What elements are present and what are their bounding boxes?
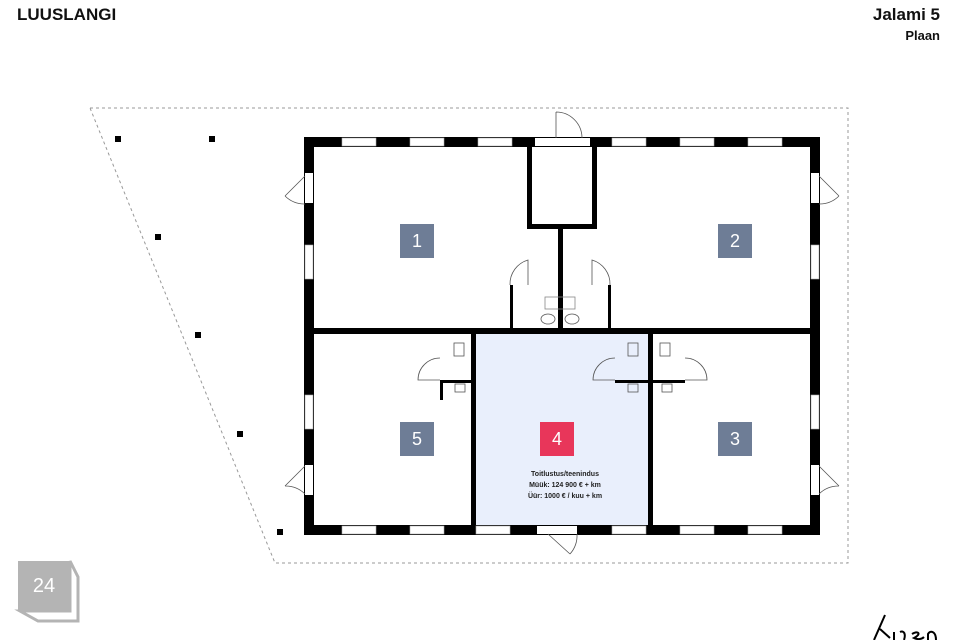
address-title: Jalami 5 [872,5,940,24]
logo [873,614,937,640]
project-name: LUUSLANGI [17,5,117,24]
unit-4-info: Toitlustus/teenindus Müük: 124 900 € + k… [480,469,650,502]
windows [304,137,820,535]
unit-4-label[interactable]: 4 [540,422,574,456]
unit-4-sale-price: Müük: 124 900 € + km [529,482,601,489]
unit-1-label[interactable]: 1 [400,224,434,258]
site-markers [115,136,283,535]
subtitle: Plaan [905,28,940,43]
unit-4-purpose: Toitlustus/teenindus [531,471,599,478]
doors [284,111,840,555]
page-header: Jalami 5 Plaan [873,5,940,43]
page-number: 24 [18,561,70,611]
unit-5-label[interactable]: 5 [400,422,434,456]
unit-2-label[interactable]: 2 [718,224,752,258]
unit-3-label[interactable]: 3 [718,422,752,456]
unit-4-rent-price: Üür: 1000 € / kuu + km [527,493,603,500]
site-boundary [89,107,849,564]
page-badge-shadow [14,560,80,623]
